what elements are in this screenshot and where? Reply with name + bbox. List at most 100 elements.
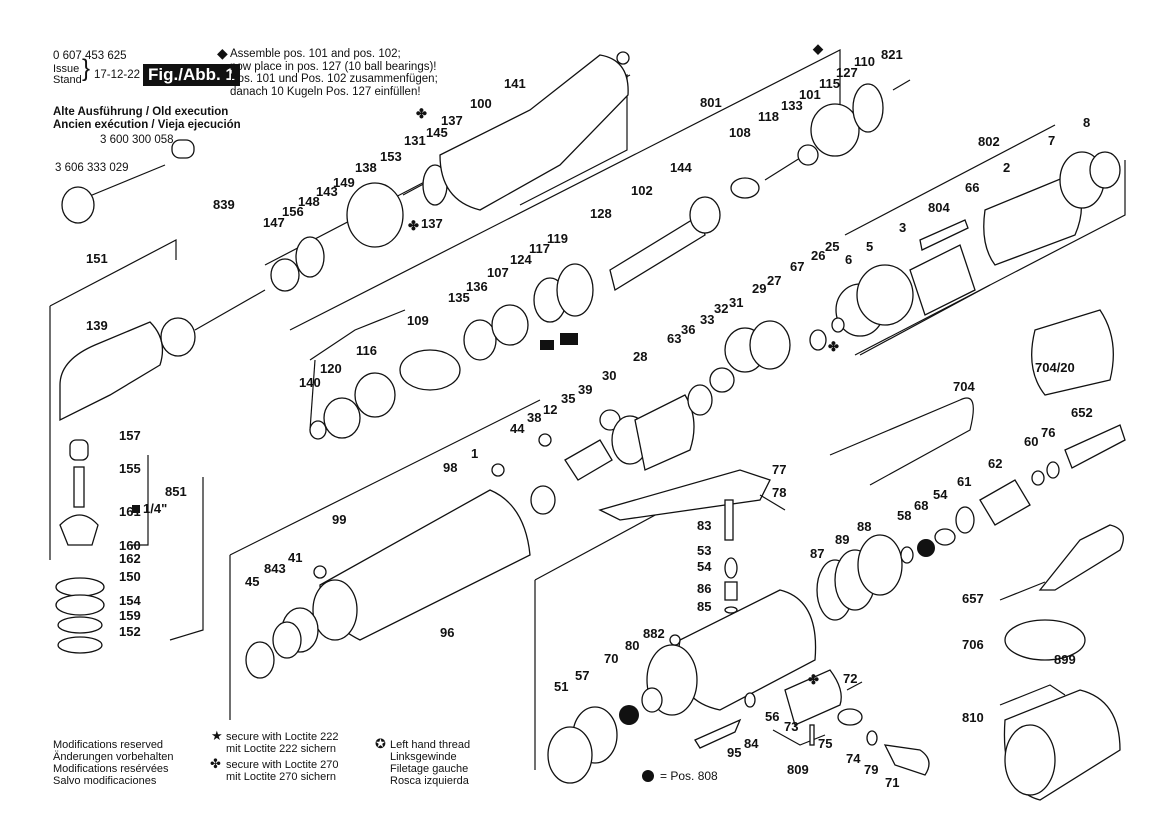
part-60 xyxy=(1031,470,1045,486)
label-107: 107 xyxy=(487,265,509,280)
label-151: 151 xyxy=(86,251,108,266)
part-bevel-851 xyxy=(59,514,99,546)
pos-808-legend: = Pos. 808 xyxy=(660,769,718,783)
label-3: 3 xyxy=(899,220,906,235)
part-angle-head-139 xyxy=(59,321,164,422)
part-61 xyxy=(955,506,975,534)
part-shim-a xyxy=(540,340,554,350)
label-56: 56 xyxy=(765,709,779,724)
label-36: 36 xyxy=(681,322,695,337)
label-26: 26 xyxy=(811,248,825,263)
label-32: 32 xyxy=(714,301,728,316)
part-44-38 xyxy=(564,439,613,481)
part-120 xyxy=(323,397,361,439)
label-117: 117 xyxy=(529,241,550,256)
label-73: 73 xyxy=(784,719,798,734)
label-139: 139 xyxy=(86,318,108,333)
label-7: 7 xyxy=(1048,133,1055,148)
part-118 xyxy=(764,157,801,181)
part-83 xyxy=(724,499,734,541)
label-161: 161 xyxy=(119,504,141,519)
part-843 xyxy=(272,621,302,659)
brace: } xyxy=(82,55,91,82)
modifications-en: Modifications reserved xyxy=(53,739,164,751)
assembly-note-line4: danach 10 Kugeln Pos. 127 einfüllen! xyxy=(230,85,421,98)
label-153: 153 xyxy=(380,149,402,164)
parts xyxy=(55,54,1126,801)
part-78 xyxy=(759,494,786,511)
label-118: 118 xyxy=(758,109,779,124)
frame-802-bottom xyxy=(854,160,1126,356)
label-102: 102 xyxy=(631,183,653,198)
old-part-a: 3 600 300 058 xyxy=(100,134,174,146)
part-116 xyxy=(354,372,396,418)
label-160: 160 xyxy=(119,538,141,553)
label-148: 148 xyxy=(298,194,320,209)
loctite-222-de: mit Loctite 222 sichern xyxy=(226,743,337,755)
part-5 xyxy=(856,264,914,326)
label-133: 133 xyxy=(781,98,803,113)
part-706 xyxy=(1004,619,1086,661)
part-26 xyxy=(809,329,827,351)
part-157 xyxy=(69,439,89,461)
part-25 xyxy=(831,317,845,333)
label-839: 839 xyxy=(213,197,235,212)
label-143: 143 xyxy=(316,184,338,199)
part-704-wire xyxy=(829,397,974,486)
label-131: 131 xyxy=(404,133,426,148)
left-thread-icon xyxy=(669,634,681,646)
part-12 xyxy=(538,433,552,447)
star-icon: ★ xyxy=(211,728,223,743)
label-136: 136 xyxy=(466,279,488,294)
assembly-note-line1: Assemble pos. 101 and pos. 102; xyxy=(230,48,401,60)
part-58 xyxy=(900,546,914,564)
part-75 xyxy=(809,724,815,746)
left-thread-en: Left hand thread xyxy=(390,739,471,751)
label-135: 135 xyxy=(448,290,470,305)
part-53-54 xyxy=(724,557,738,579)
label-1: 1 xyxy=(471,446,478,461)
assembly-note: ◆ Assemble pos. 101 and pos. 102; now pl… xyxy=(217,46,438,98)
frame-109-group xyxy=(309,309,406,361)
frame-801 xyxy=(289,49,841,331)
label-108: 108 xyxy=(729,125,751,140)
label-137: 137 xyxy=(441,113,463,128)
label-99: 99 xyxy=(332,512,346,527)
group-frames xyxy=(49,49,1126,770)
label-801: 801 xyxy=(700,95,722,110)
part-vane-804 xyxy=(919,219,969,251)
part-shim-b xyxy=(560,333,578,345)
part-148 xyxy=(295,236,325,278)
old-execution-line2: Ancien exécution / Vieja ejecución xyxy=(53,119,241,131)
part-704-20 xyxy=(1031,309,1114,396)
label-882: 882 xyxy=(643,626,665,641)
loctite-270-icon: ✤ xyxy=(408,218,419,233)
old-part-b: 3 606 333 029 xyxy=(55,162,129,174)
label-70: 70 xyxy=(604,651,618,666)
label-12: 12 xyxy=(543,402,557,417)
part-old-bevel-gear xyxy=(61,186,95,224)
part-110 xyxy=(852,83,884,133)
part-88 xyxy=(857,534,903,596)
part-51 xyxy=(547,726,593,784)
label-58: 58 xyxy=(897,508,911,523)
label-8: 8 xyxy=(1083,115,1090,130)
frame-140 xyxy=(309,359,316,431)
label-28: 28 xyxy=(633,349,647,364)
part-screwdriver-shaft xyxy=(999,581,1046,601)
part-150 xyxy=(55,577,105,597)
pos-808-dot-icon xyxy=(642,770,654,782)
part-28 xyxy=(634,394,695,471)
part-652 xyxy=(1064,424,1126,469)
loctite-222-en: secure with Loctite 222 xyxy=(226,731,339,743)
left-thread-note: ✪ Left hand thread Linksgewinde Filetage… xyxy=(375,737,471,787)
assembly-note-line3: Pos. 101 und Pos. 102 zusammenfügen; xyxy=(230,73,438,85)
part-84 xyxy=(744,692,756,708)
part-144-flange xyxy=(689,196,721,234)
label-704: 704 xyxy=(953,379,975,394)
part-159 xyxy=(57,616,103,634)
label-86: 86 xyxy=(697,581,711,596)
label-141: 141 xyxy=(504,76,526,91)
stand-label: Stand xyxy=(53,74,82,86)
diamond-icon: ◆ xyxy=(217,45,228,61)
